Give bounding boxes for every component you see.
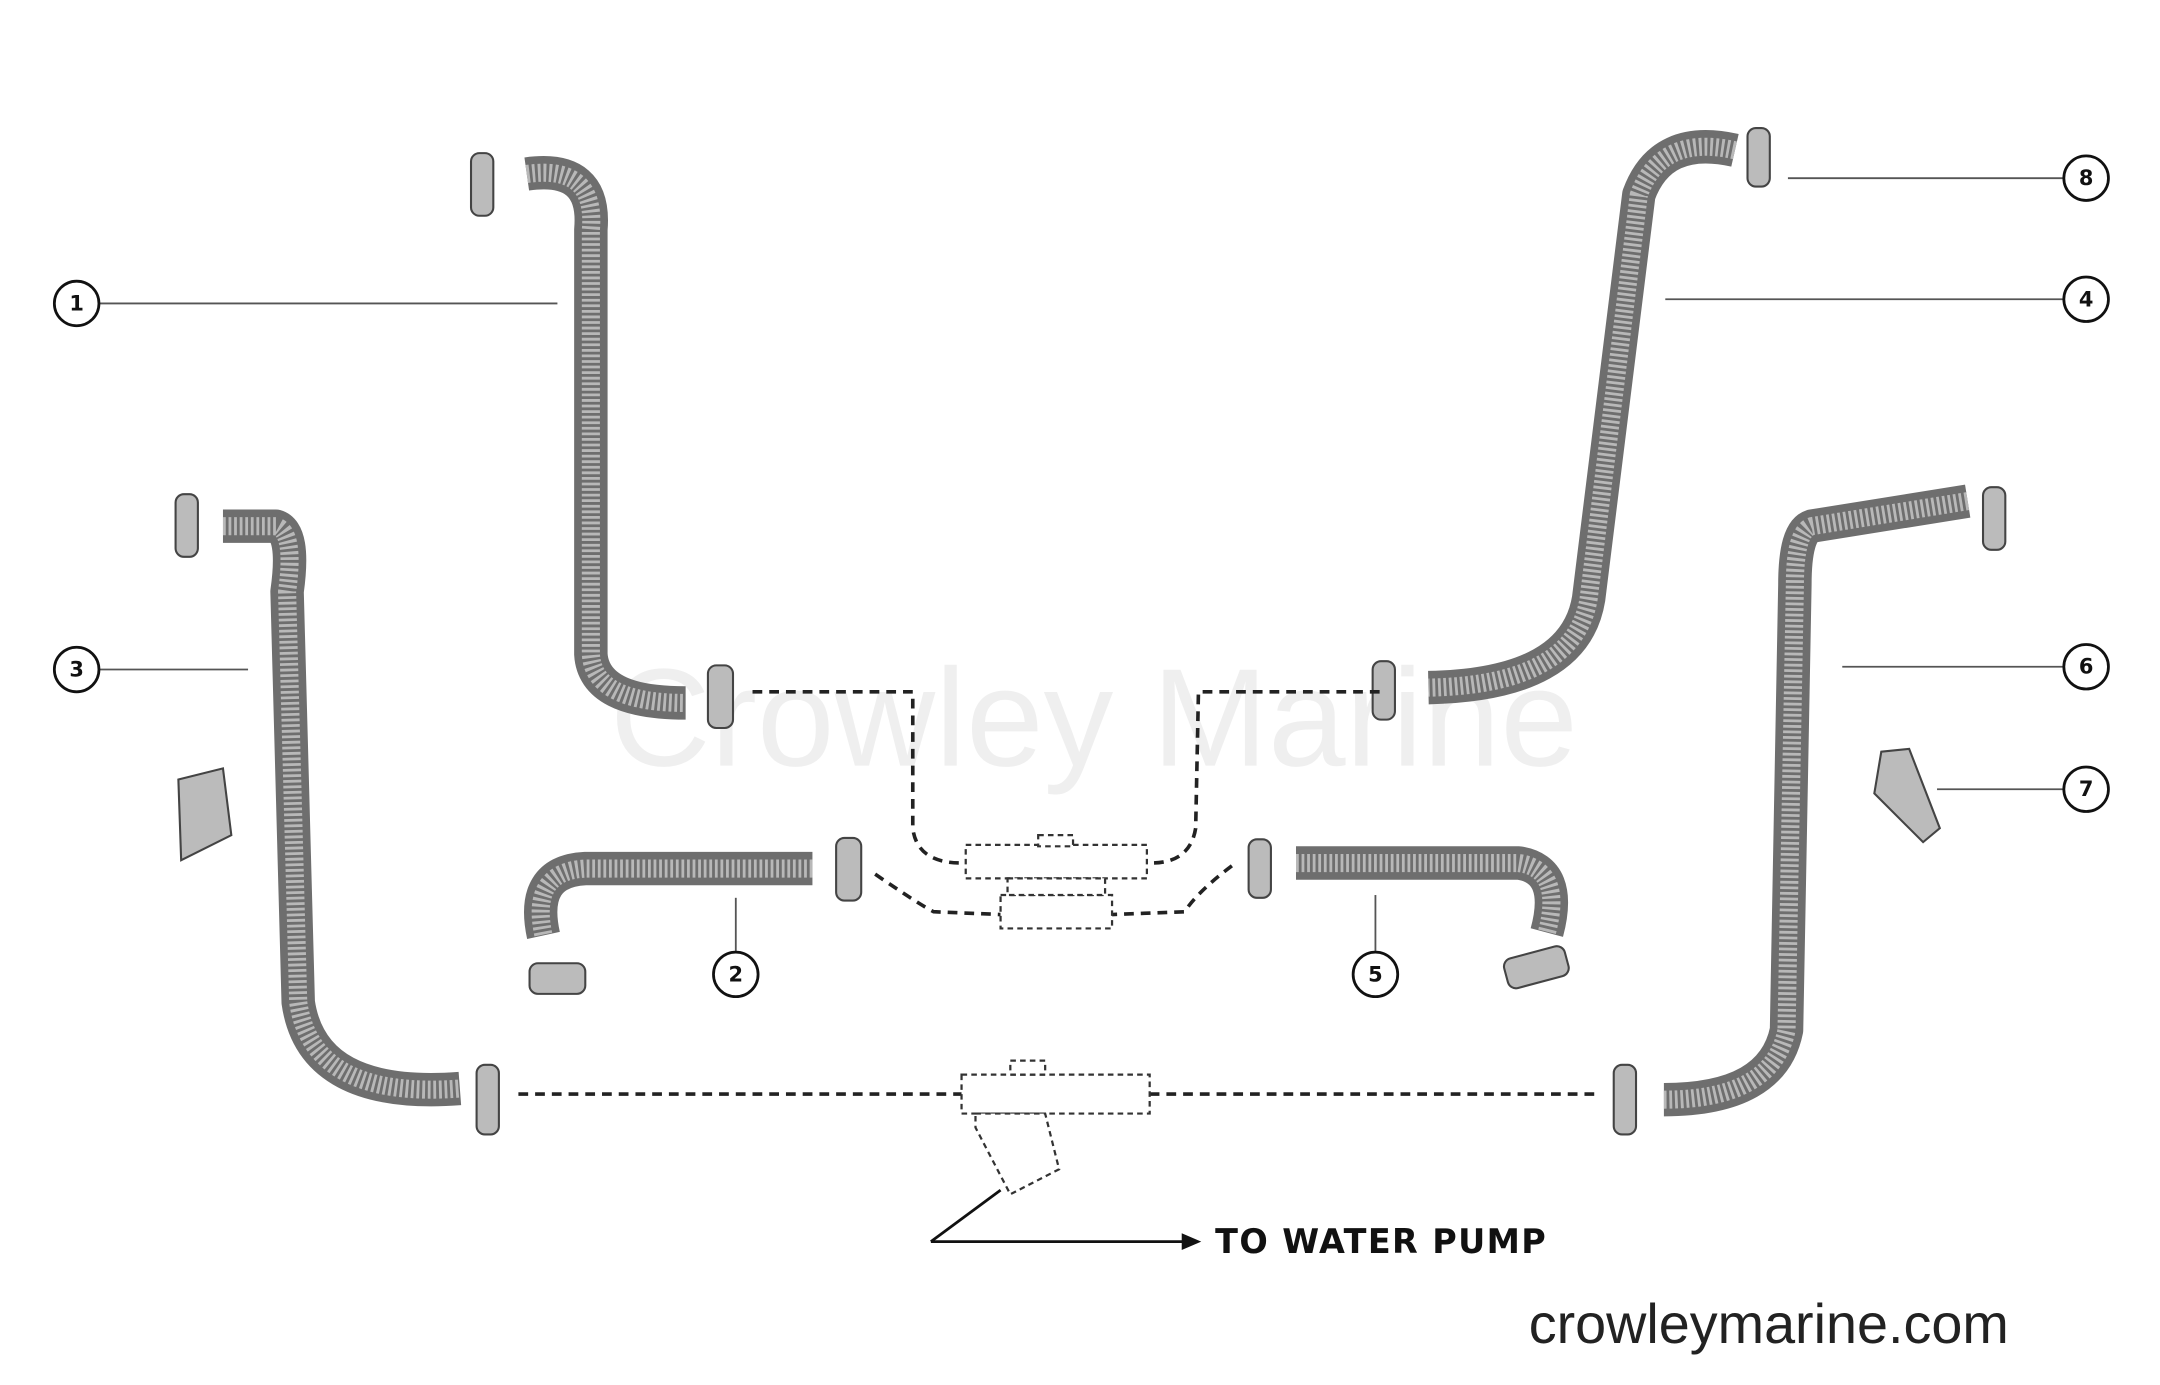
hose-6: [1663, 484, 1971, 1117]
hose-3: [222, 509, 462, 1107]
hose-2: [524, 851, 813, 939]
watermark: Crowley Marine: [610, 640, 1578, 796]
fitting-lines: [518, 689, 1596, 1196]
svg-text:6: 6: [2079, 655, 2094, 679]
svg-text:1: 1: [69, 291, 84, 315]
bracket-left: [177, 767, 233, 862]
callout-1: 1: [52, 279, 101, 328]
hose-clamps: [174, 127, 2007, 1136]
site-watermark: crowleymarine.com: [1529, 1293, 2009, 1355]
tee-fitting-upper: [964, 843, 1149, 880]
bracket-7: [1873, 747, 1942, 844]
svg-text:7: 7: [2079, 777, 2094, 801]
hose-1: [524, 156, 686, 720]
water-pump-arrow: [930, 1189, 1202, 1250]
callout-8: 8: [2062, 154, 2110, 202]
leader-lines: [97, 177, 2064, 953]
hose-5: [1296, 846, 1569, 937]
svg-text:8: 8: [2079, 166, 2094, 190]
callout-5: 5: [1351, 950, 1400, 999]
callout-2: 2: [712, 950, 760, 999]
svg-text:3: 3: [69, 658, 84, 682]
svg-text:4: 4: [2079, 287, 2094, 311]
hose-4: [1428, 130, 1739, 705]
callout-4: 4: [2062, 275, 2110, 323]
svg-text:2: 2: [729, 962, 744, 986]
svg-text:5: 5: [1368, 962, 1383, 986]
callout-6: 6: [2062, 643, 2110, 691]
to-water-pump-label: TO WATER PUMP: [1215, 1222, 1547, 1261]
callout-3: 3: [52, 645, 101, 694]
callout-7: 7: [2062, 765, 2110, 813]
tee-fitting-lower: [960, 1073, 1151, 1115]
